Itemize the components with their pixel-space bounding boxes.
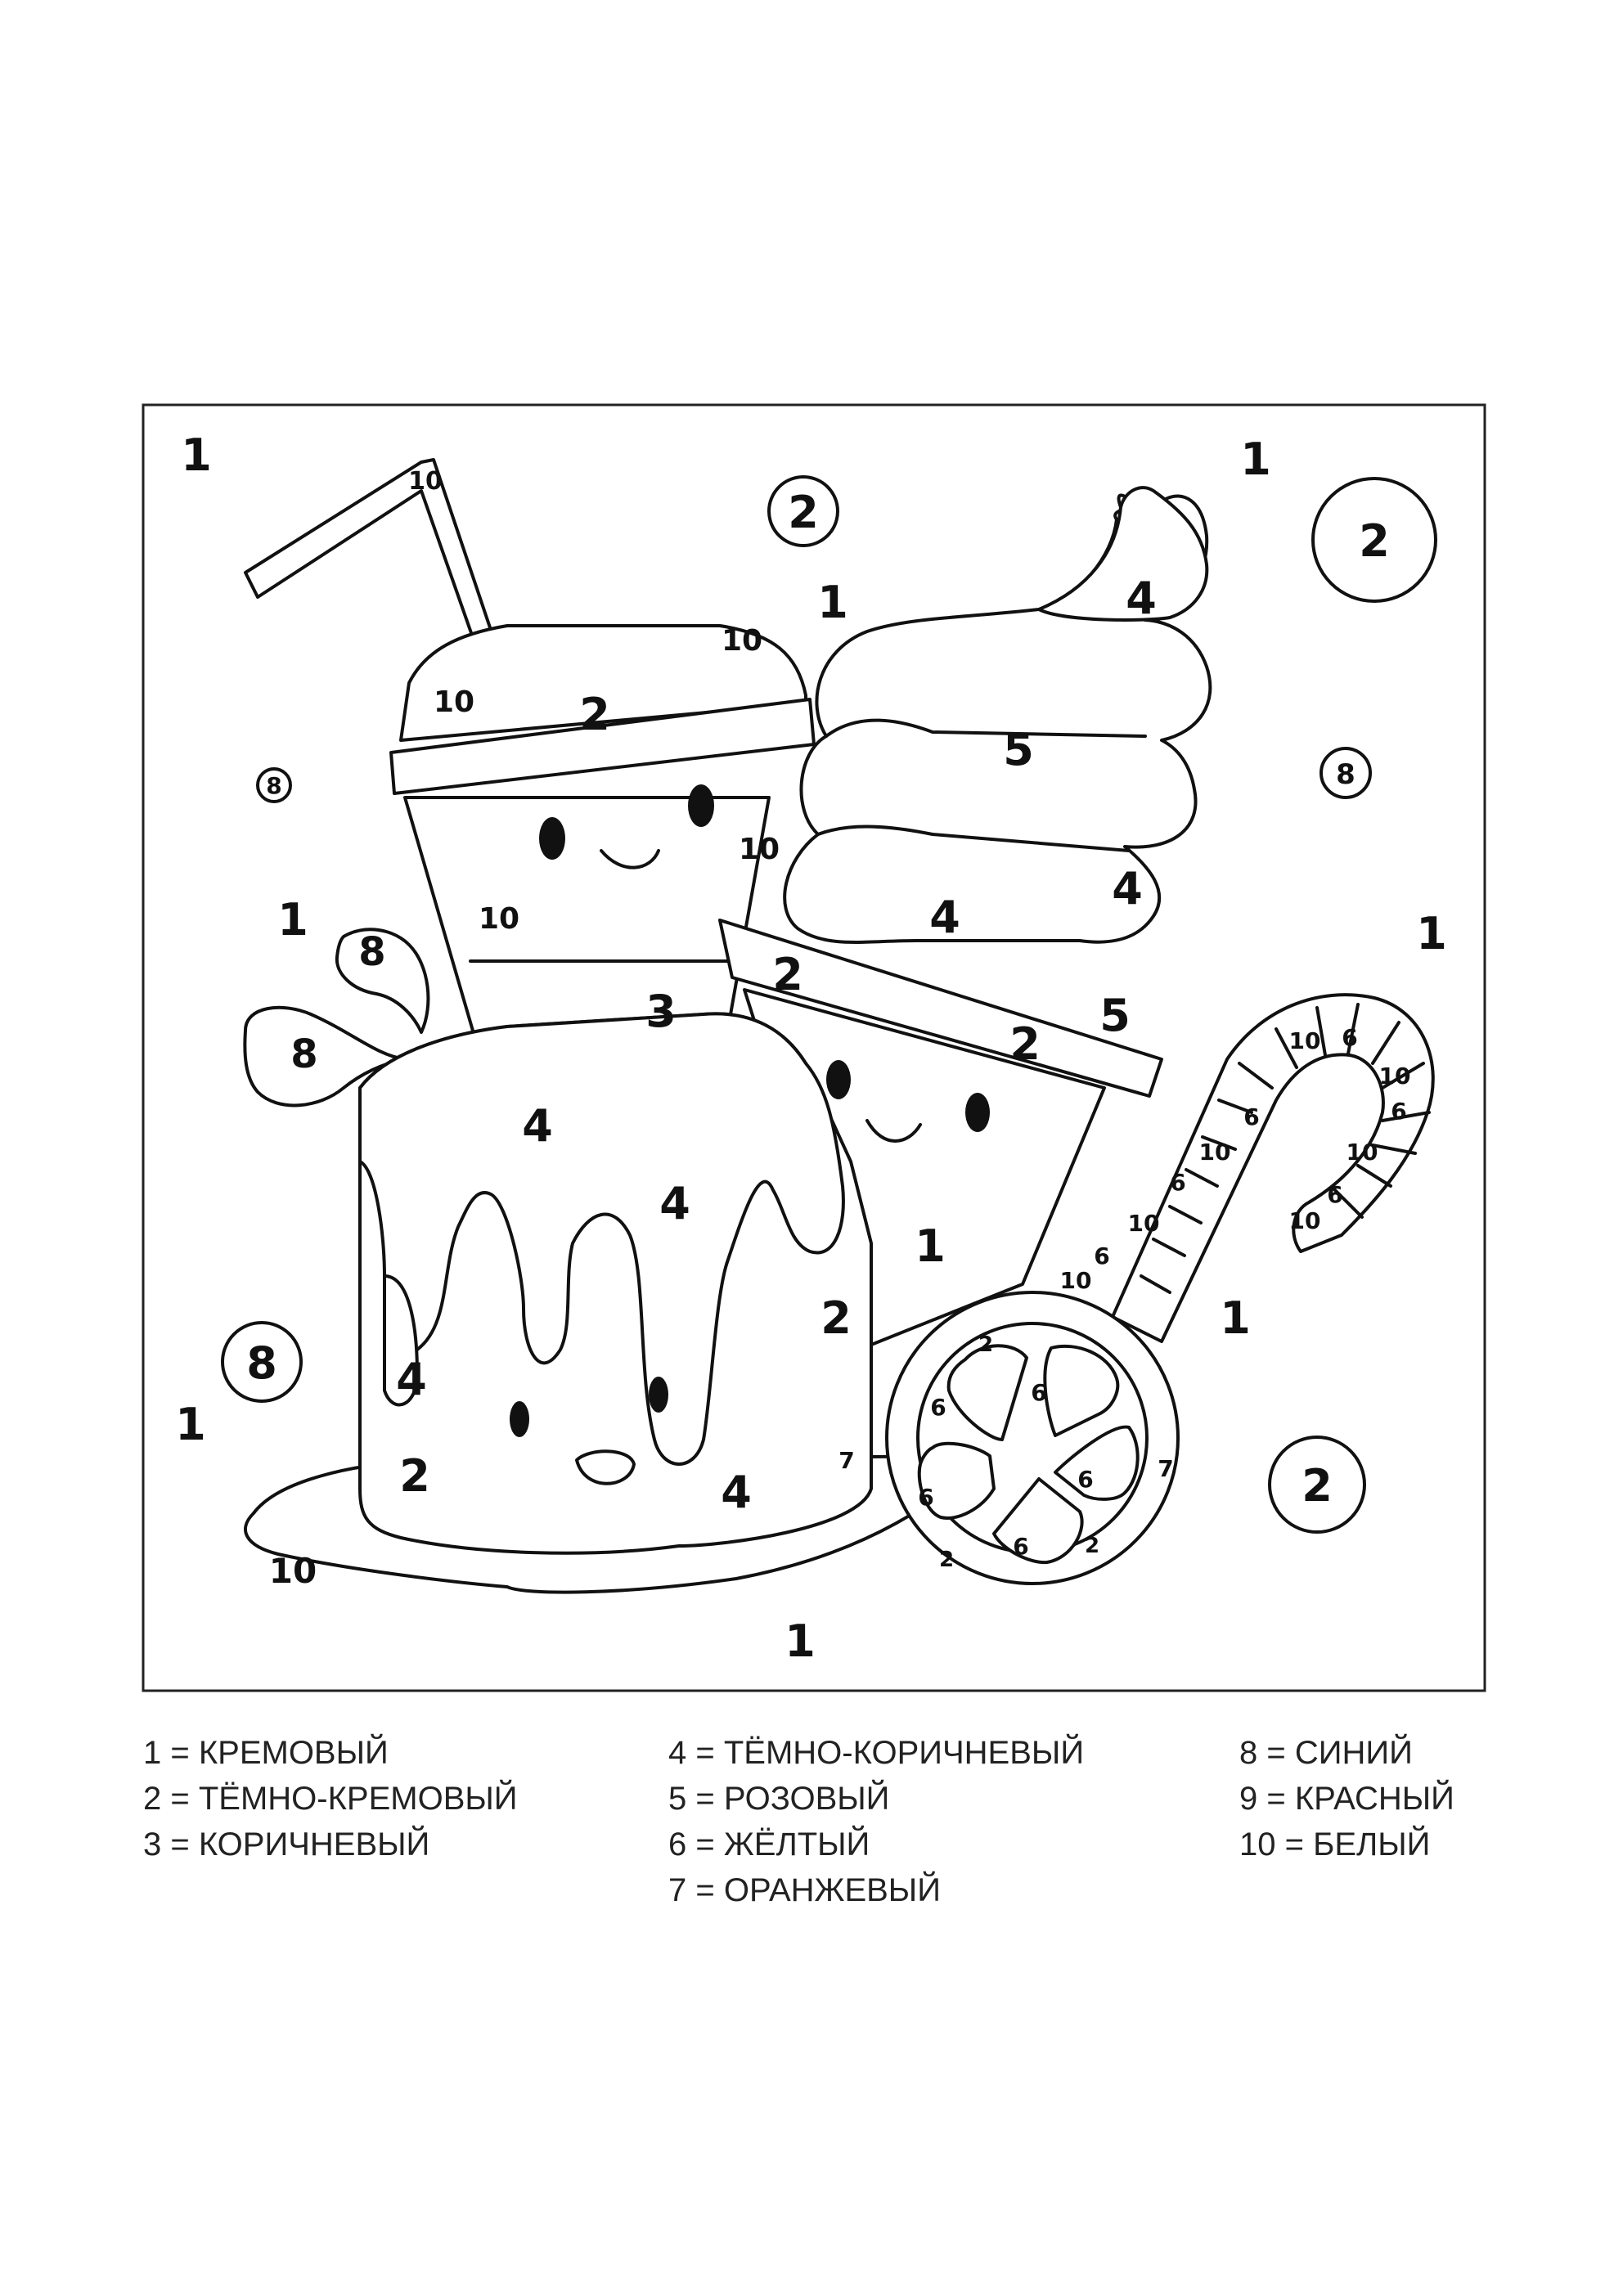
label-4: 4 bbox=[721, 1467, 752, 1518]
legend-item: 6 = ЖЁЛТЫЙ bbox=[668, 1826, 870, 1862]
flan-caramel bbox=[358, 1012, 845, 1466]
legend-column-2: 4 = ТЁМНО-КОРИЧНЕВЫЙ 5 = РОЗОВЫЙ 6 = ЖЁЛ… bbox=[668, 1730, 1084, 1913]
label-1: 1 bbox=[175, 1399, 206, 1450]
legend-item: 4 = ТЁМНО-КОРИЧНЕВЫЙ bbox=[668, 1735, 1085, 1771]
label-2: 2 bbox=[978, 1332, 993, 1357]
flan-face bbox=[510, 1377, 668, 1485]
label-8: 8 bbox=[246, 1337, 277, 1389]
candy-cane-stripes bbox=[1140, 1003, 1431, 1294]
label-2: 2 bbox=[1302, 1460, 1333, 1512]
label-10: 10 bbox=[1128, 1210, 1160, 1237]
label-10: 10 bbox=[1289, 1027, 1321, 1054]
label-1: 1 bbox=[1416, 908, 1447, 959]
circle-mark-8-c bbox=[221, 1321, 303, 1403]
label-6: 6 bbox=[1094, 1242, 1109, 1269]
label-10: 10 bbox=[434, 685, 474, 719]
label-4: 4 bbox=[1126, 573, 1157, 624]
area-numbers: 1 1 2 2 10 1 4 10 10 2 5 8 8 10 1 4 4 10… bbox=[175, 429, 1447, 1667]
label-6: 6 bbox=[1391, 1098, 1406, 1125]
legend-column-1: 1 = КРЕМОВЫЙ 2 = ТЁМНО-КРЕМОВЫЙ 3 = КОРИ… bbox=[143, 1730, 518, 1867]
legend-item: 9 = КРАСНЫЙ bbox=[1239, 1781, 1454, 1817]
label-6: 6 bbox=[1013, 1533, 1028, 1560]
label-1: 1 bbox=[817, 577, 848, 628]
label-6: 6 bbox=[1031, 1379, 1046, 1406]
legend-item: 2 = ТЁМНО-КРЕМОВЫЙ bbox=[143, 1781, 518, 1817]
label-4: 4 bbox=[929, 892, 960, 943]
flan-drip bbox=[383, 1274, 419, 1407]
ice-cream-tip bbox=[1037, 486, 1209, 622]
legend-item: 8 = СИНИЙ bbox=[1239, 1735, 1413, 1771]
label-4: 4 bbox=[396, 1354, 427, 1405]
label-1: 1 bbox=[915, 1220, 946, 1272]
legend-item: 7 = ОРАНЖЕВЫЙ bbox=[668, 1872, 941, 1908]
swirl-line-2 bbox=[816, 824, 1131, 852]
label-2: 2 bbox=[939, 1548, 954, 1572]
label-1: 1 bbox=[1220, 1292, 1251, 1344]
splash-drop-small bbox=[335, 928, 430, 1034]
label-2: 2 bbox=[399, 1450, 430, 1502]
label-2: 2 bbox=[579, 689, 610, 740]
label-2: 2 bbox=[788, 487, 819, 538]
legend-item: 5 = РОЗОВЫЙ bbox=[668, 1781, 890, 1817]
label-10: 10 bbox=[408, 467, 443, 496]
label-8: 8 bbox=[358, 929, 385, 975]
label-8: 8 bbox=[1336, 758, 1355, 791]
legend-item: 1 = КРЕМОВЫЙ bbox=[143, 1735, 389, 1771]
candy-cane bbox=[1111, 993, 1435, 1343]
label-3: 3 bbox=[645, 986, 677, 1037]
swirl-line-1 bbox=[825, 718, 1147, 738]
label-10: 10 bbox=[1289, 1207, 1321, 1234]
label-5: 5 bbox=[1003, 724, 1034, 775]
label-2: 2 bbox=[1359, 515, 1390, 567]
cup-face bbox=[539, 784, 714, 869]
label-8: 8 bbox=[290, 1031, 317, 1077]
label-1: 1 bbox=[181, 429, 212, 481]
label-10: 10 bbox=[722, 624, 762, 658]
label-2: 2 bbox=[820, 1292, 852, 1344]
circle-mark-2-c bbox=[1268, 1436, 1366, 1534]
label-4: 4 bbox=[1112, 863, 1143, 914]
cup-lid-rim bbox=[389, 698, 816, 795]
circle-mark-8-b bbox=[1320, 747, 1372, 799]
circle-mark-8-a bbox=[256, 767, 292, 803]
label-10: 10 bbox=[479, 902, 519, 936]
label-1: 1 bbox=[277, 894, 308, 946]
orange-segments bbox=[917, 1344, 1140, 1565]
label-2: 2 bbox=[1085, 1534, 1099, 1558]
label-7: 7 bbox=[1158, 1455, 1173, 1482]
label-10: 10 bbox=[1379, 1063, 1411, 1090]
label-2: 2 bbox=[1009, 1018, 1041, 1070]
circle-mark-2-b bbox=[1311, 477, 1437, 603]
label-7: 7 bbox=[838, 1447, 854, 1474]
label-5: 5 bbox=[1099, 990, 1131, 1041]
label-6: 6 bbox=[930, 1394, 946, 1421]
color-legend: 1 = КРЕМОВЫЙ 2 = ТЁМНО-КРЕМОВЫЙ 3 = КОРИ… bbox=[143, 1730, 1534, 1943]
label-4: 4 bbox=[659, 1178, 690, 1229]
label-1: 1 bbox=[1240, 434, 1271, 485]
label-10: 10 bbox=[1060, 1267, 1092, 1294]
circle-mark-2-a bbox=[767, 475, 839, 547]
legend-column-3: 8 = СИНИЙ 9 = КРАСНЫЙ 10 = БЕЛЫЙ bbox=[1239, 1730, 1454, 1867]
label-1: 1 bbox=[785, 1615, 816, 1667]
label-6: 6 bbox=[1342, 1024, 1357, 1051]
label-4: 4 bbox=[522, 1100, 553, 1152]
legend-item: 3 = КОРИЧНЕВЫЙ bbox=[143, 1826, 430, 1862]
label-10: 10 bbox=[1199, 1139, 1231, 1166]
legend-item: 10 = БЕЛЫЙ bbox=[1239, 1826, 1431, 1862]
cone-face bbox=[826, 1060, 990, 1143]
label-8: 8 bbox=[266, 772, 281, 799]
label-6: 6 bbox=[1170, 1169, 1185, 1196]
label-10: 10 bbox=[1347, 1139, 1378, 1166]
cone-cup-rim bbox=[718, 919, 1163, 1098]
label-10: 10 bbox=[739, 833, 780, 866]
label-6: 6 bbox=[918, 1484, 933, 1511]
label-2: 2 bbox=[772, 949, 803, 1000]
label-6: 6 bbox=[1077, 1466, 1093, 1493]
label-6: 6 bbox=[1327, 1181, 1342, 1208]
label-6: 6 bbox=[1243, 1103, 1259, 1130]
label-10: 10 bbox=[269, 1551, 317, 1591]
